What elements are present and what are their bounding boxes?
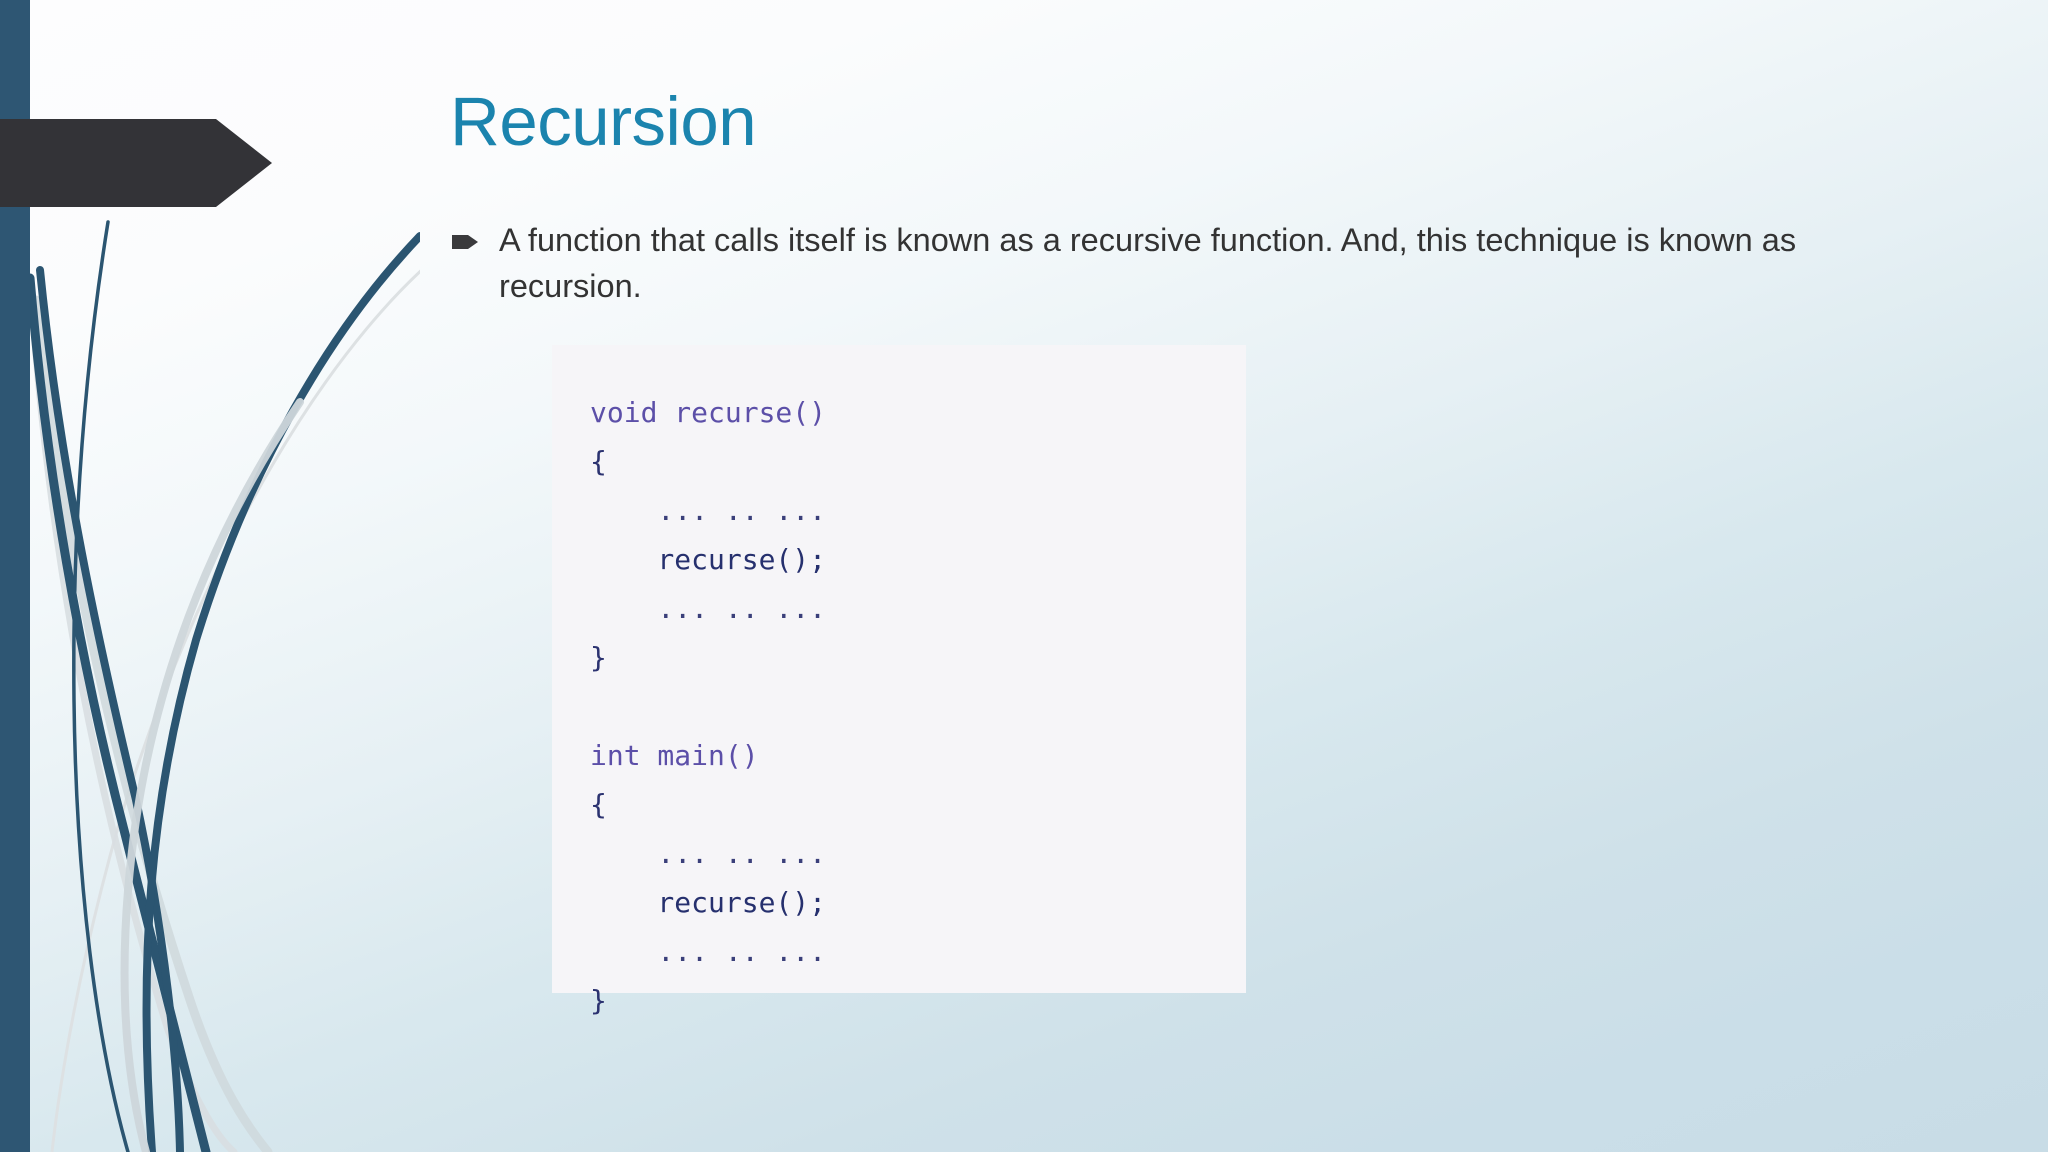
code-line-recurse-call-2: recurse(); — [590, 886, 827, 919]
pennant-arrow-bullet-icon — [452, 235, 478, 249]
bullet-list-item: A function that calls itself is known as… — [452, 218, 1872, 309]
code-block: void recurse() { ... .. ... recurse(); .… — [552, 345, 1246, 1017]
code-line-open-brace-1: { — [590, 445, 607, 478]
banner-arrow-shape — [0, 119, 272, 207]
code-line-close-brace-2: } — [590, 984, 607, 1017]
bullet-text: A function that calls itself is known as… — [499, 222, 1797, 304]
code-line-recurse-call-1: recurse(); — [590, 543, 827, 576]
code-line-close-brace-1: } — [590, 641, 607, 674]
code-text: void recurse() { ... .. ... recurse(); .… — [590, 388, 1246, 1025]
code-keyword-int-main: int main() — [590, 739, 759, 772]
code-keyword-void: void recurse() — [590, 396, 827, 429]
code-line-ellipsis-3: ... .. ... — [590, 837, 827, 870]
code-line-open-brace-2: { — [590, 788, 607, 821]
code-line-ellipsis-2: ... .. ... — [590, 592, 827, 625]
code-line-ellipsis-4: ... .. ... — [590, 935, 827, 968]
slide-title: Recursion — [450, 83, 757, 160]
code-line-ellipsis-1: ... .. ... — [590, 494, 827, 527]
